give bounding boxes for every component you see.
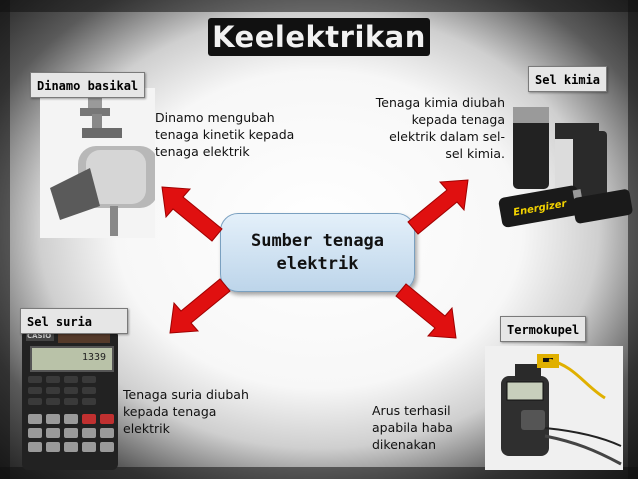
arrow-to-chemical-cell [407, 179, 469, 235]
arrow-to-thermocouple [395, 283, 457, 339]
thermocouple-photo [485, 346, 623, 470]
chemical-cell-description: Tenaga kimia diubah kepada tenaga elektr… [375, 95, 505, 161]
dynamo-description: Dinamo mengubah tenaga kinetik kepada te… [155, 110, 295, 159]
solar-cell-description: Tenaga suria diubah kepada tenaga elektr… [123, 387, 249, 436]
calculator-photo: CASIO 1339 [22, 330, 118, 470]
thermocouple-description: Arus terhasil apabila haba dikenakan [372, 403, 453, 452]
chemical-cell-label: Sel kimia [528, 66, 608, 92]
solar-cell-label: Sel suria [20, 308, 128, 334]
center-topic-text: Sumber tenaga elektrik [250, 230, 385, 274]
batteries-photo: Energizer [495, 95, 635, 235]
dynamo-photo [40, 88, 155, 238]
calculator-display-text: 1339 [82, 352, 107, 363]
calculator-brand-text: CASIO [27, 332, 52, 340]
thermocouple-label: Termokupel [500, 316, 587, 342]
arrow-to-dynamo [161, 186, 223, 242]
center-topic-box: Sumber tenaga elektrik [220, 213, 415, 292]
dynamo-label: Dinamo basikal [30, 72, 146, 98]
arrow-to-solar-cell [169, 278, 231, 334]
slide-title: Keelektrikan [208, 18, 430, 56]
